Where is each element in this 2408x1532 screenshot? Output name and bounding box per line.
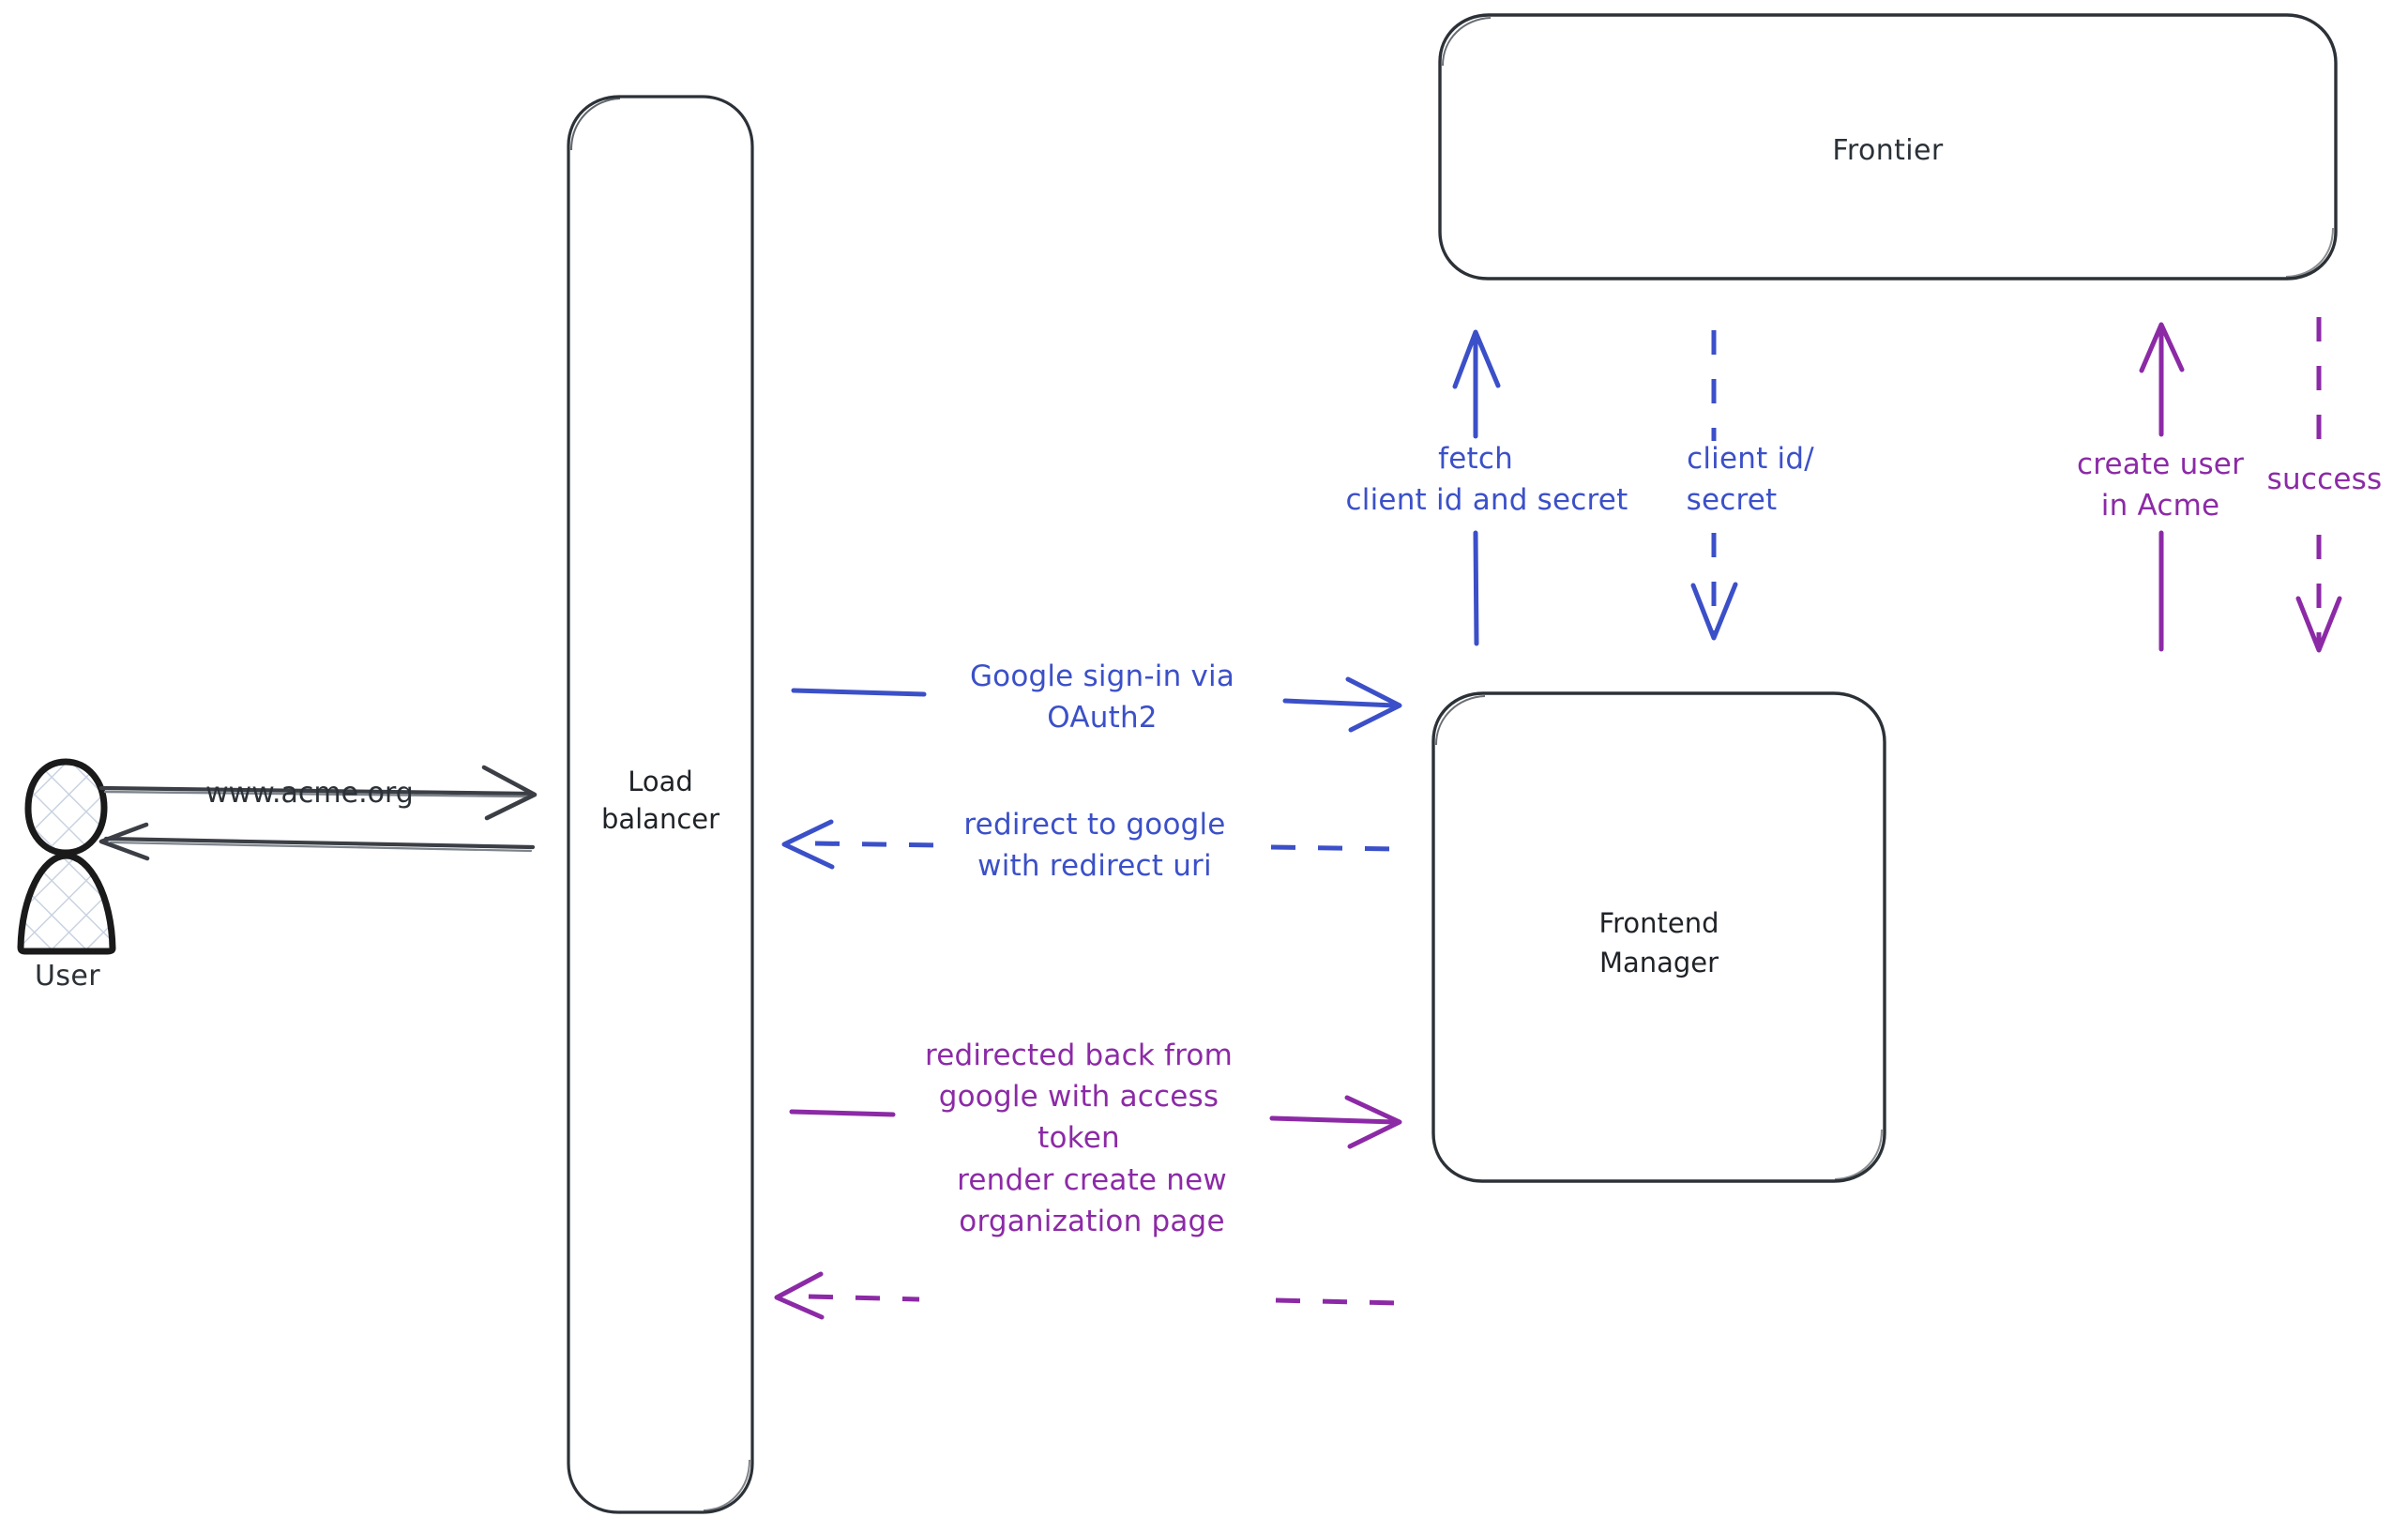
edge-frontier-to-fm-success (2295, 317, 2342, 653)
edge-lb-to-fm-signin (791, 676, 1402, 733)
edge-user-to-lb (98, 765, 538, 821)
user-actor-icon (17, 758, 116, 955)
edge-frontier-to-fm-creds (1690, 330, 1738, 641)
node-frontend-manager[interactable] (1431, 691, 1886, 1183)
node-load-balancer[interactable] (567, 95, 754, 1514)
edge-lb-to-user (98, 822, 536, 861)
edge-fm-to-lb-render (774, 1271, 1399, 1320)
edge-fm-to-frontier-fetch (1452, 329, 1501, 646)
node-frontier[interactable] (1438, 13, 2338, 281)
edge-fm-to-frontier-create (2139, 322, 2185, 652)
edge-fm-to-lb-redirect (781, 819, 1396, 870)
edge-lb-to-fm-token (789, 1095, 1402, 1149)
